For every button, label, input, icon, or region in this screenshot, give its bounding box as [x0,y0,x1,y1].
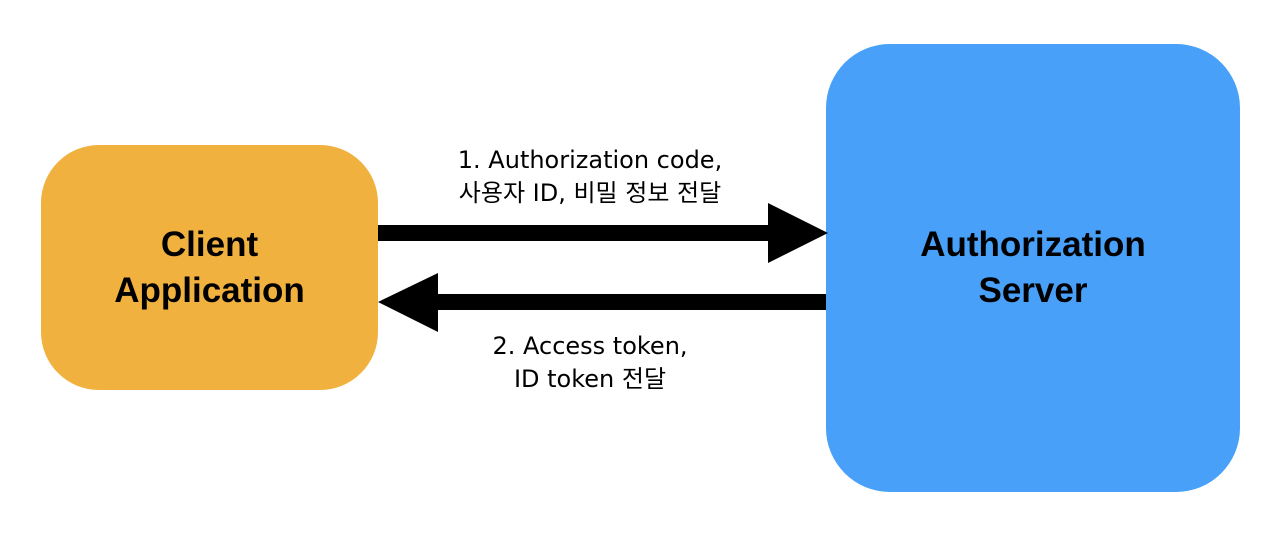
response-label-line2: ID token 전달 [513,365,667,393]
request-arrow-head [768,203,828,263]
response-label-line1: 2. Access token, [492,332,688,360]
response-edge-label: 2. Access token, ID token 전달 [420,330,760,396]
request-arrow-shaft [378,225,773,241]
client-label-line2: Application [114,270,305,310]
client-application-label: Client Application [114,222,305,314]
server-label-line1: Authorization [920,225,1146,264]
request-label-line2: 사용자 ID, 비밀 정보 전달 [458,179,722,207]
client-application-node: Client Application [41,145,378,390]
request-label-line1: 1. Authorization code, [457,146,723,174]
server-label-line2: Server [978,271,1088,310]
response-arrow-shaft [433,294,826,310]
authorization-server-node: Authorization Server [826,44,1240,492]
response-arrow-head [378,273,438,332]
response-arrow [378,273,826,332]
client-label-line1: Client [160,224,259,264]
request-edge-label: 1. Authorization code, 사용자 ID, 비밀 정보 전달 [420,144,760,210]
request-arrow [378,203,828,263]
authorization-server-label: Authorization Server [920,222,1146,314]
